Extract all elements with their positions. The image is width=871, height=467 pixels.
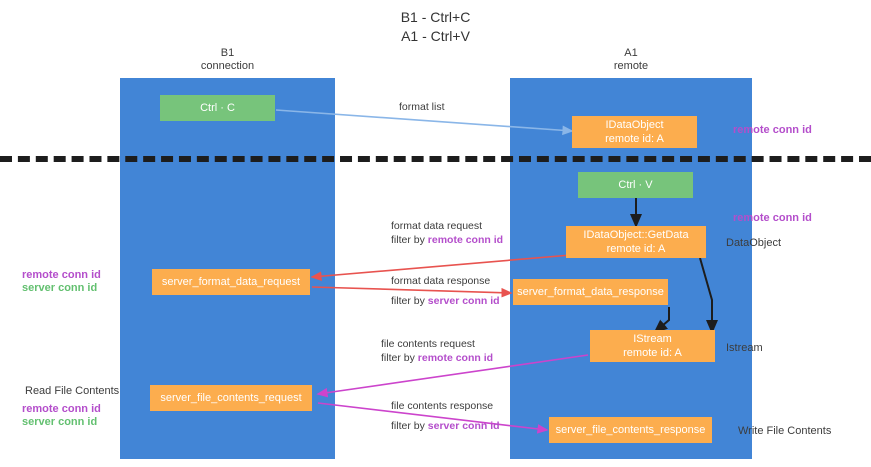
edge-label-format-list-text: format list (399, 101, 445, 113)
box-idataobject[interactable]: IDataObject remote id: A (572, 116, 697, 148)
box-ctrl-c-line1: Ctrl · C (200, 102, 235, 114)
edge-label-file-contents-response-line2: filter by server conn id (391, 419, 500, 433)
lane-header-a1-subtitle: remote (613, 60, 649, 72)
box-istream-line2: remote id: A (623, 347, 682, 359)
side-label-dataobject: DataObject (726, 237, 782, 249)
fmt-resp-key: server conn id (427, 295, 500, 307)
box-server-format-data-request[interactable]: server_format_data_request (152, 269, 310, 295)
edge-label-format-data-response-line1: format data response (391, 275, 491, 287)
edge-label-format-data-request-line2: filter by remote conn id (391, 233, 503, 247)
box-idataobject-line1: IDataObject (605, 119, 664, 131)
fmt-resp-prefix: filter by (391, 295, 428, 307)
box-server-format-data-response[interactable]: server_format_data_response (513, 279, 668, 305)
diagram-title: B1 - Ctrl+C A1 - Ctrl+V (0, 8, 871, 46)
box-getdata[interactable]: IDataObject::GetData remote id: A (566, 226, 706, 258)
box-server-file-contents-response-label: server_file_contents_response (555, 424, 706, 436)
file-req-prefix: filter by (381, 352, 418, 364)
side-label-left-bot-remote: remote conn id (22, 403, 101, 415)
side-label-left-mid-server: server conn id (22, 282, 98, 294)
title-line-1: B1 - Ctrl+C (400, 9, 471, 25)
fmt-req-prefix: filter by (391, 234, 428, 246)
edge-label-file-contents-response: file contents response filter by server … (391, 399, 500, 433)
side-label-remote-conn-id-top: remote conn id (733, 124, 812, 136)
lane-header-b1: B1 connection (120, 47, 335, 73)
lane-header-a1-name: A1 (624, 47, 638, 59)
box-istream-line1: IStream (633, 333, 672, 345)
fmt-req-key: remote conn id (427, 234, 504, 246)
side-label-write-file-contents: Write File Contents (738, 425, 832, 437)
edge-label-file-contents-request-line1: file contents request (381, 338, 475, 350)
file-resp-prefix: filter by (391, 420, 428, 432)
lane-header-a1: A1 remote (510, 47, 752, 73)
file-resp-key: server conn id (427, 420, 500, 432)
box-getdata-line2: remote id: A (606, 243, 666, 255)
file-req-key: remote conn id (417, 352, 494, 364)
lane-header-b1-name: B1 (220, 47, 235, 59)
side-label-istream: Istream (726, 342, 763, 354)
edge-label-file-contents-response-line1: file contents response (391, 400, 494, 412)
lane-header-b1-subtitle: connection (200, 60, 255, 72)
edge-label-format-data-request-line1: format data request (391, 220, 483, 232)
edge-label-file-contents-request: file contents request filter by remote c… (381, 337, 493, 365)
phase-divider (0, 156, 871, 162)
side-label-left-mid-remote: remote conn id (22, 269, 101, 281)
box-ctrl-v-line1: Ctrl · V (618, 179, 653, 191)
side-label-left-bot-server: server conn id (22, 416, 98, 428)
edge-label-format-data-response-line2: filter by server conn id (391, 294, 500, 308)
box-istream[interactable]: IStream remote id: A (590, 330, 715, 362)
box-ctrl-v[interactable]: Ctrl · V (578, 172, 693, 198)
title-line-2: A1 - Ctrl+V (401, 28, 470, 44)
box-server-file-contents-request-label: server_file_contents_request (160, 392, 302, 404)
box-getdata-line1: IDataObject::GetData (583, 229, 689, 241)
side-label-read-file-contents: Read File Contents (25, 385, 120, 397)
box-server-file-contents-request[interactable]: server_file_contents_request (150, 385, 312, 411)
box-server-format-data-response-label: server_format_data_response (517, 286, 664, 298)
edge-label-format-data-request: format data request filter by remote con… (391, 219, 503, 247)
box-server-format-data-request-label: server_format_data_request (161, 276, 301, 288)
edge-label-file-contents-request-line2: filter by remote conn id (381, 351, 493, 365)
edge-label-format-list: format list (399, 100, 445, 114)
box-server-file-contents-response[interactable]: server_file_contents_response (549, 417, 712, 443)
box-idataobject-line2: remote id: A (605, 133, 664, 145)
box-ctrl-c[interactable]: Ctrl · C (160, 95, 275, 121)
side-label-remote-conn-id-mid: remote conn id (733, 212, 812, 224)
edge-label-format-data-response: format data response filter by server co… (391, 274, 500, 308)
